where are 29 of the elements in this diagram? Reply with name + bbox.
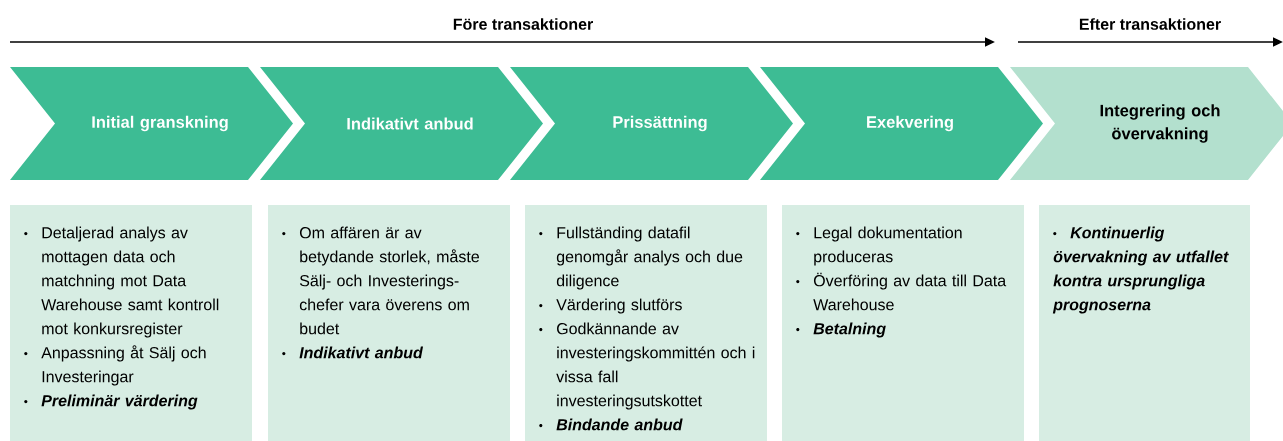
text-box (268, 205, 510, 441)
heading: Efter transaktioner (1079, 18, 1221, 30)
bullet-item: Värdering slutförs (539, 298, 682, 314)
bullet-item: Kontinuerlig övervakning av utfallet kontra ursprungliga prognoserna (1052, 226, 1229, 314)
bullet-item: Om affären är av betydande storlek, måste Sälj- och Investerings- chefer vara överens om budet (282, 226, 479, 335)
heading: Före transaktioner (453, 18, 593, 30)
process-step: Initial granskning (10, 67, 293, 180)
node-label: Exekvering (867, 115, 953, 132)
process-step: Integrering och övervakning (1010, 67, 1283, 180)
node-label: Initial granskning (92, 115, 228, 132)
bullet-item: Fullständing datafil genomgår analys och due diligence (539, 226, 743, 290)
bullet-item: Överföring av data till Data Warehouse (796, 272, 1007, 311)
bullet-item: Anpassning åt Sälj och Investeringar (24, 345, 206, 386)
process-step: Exekvering (760, 67, 1043, 180)
bullet-item: Indikativt anbud (282, 346, 424, 359)
bullet-item: Bindande anbud (539, 418, 683, 431)
text-box (1039, 205, 1250, 441)
node-label: Prissättning (613, 115, 707, 132)
bullet-item: Detaljerad analys av mottagen data och matchning mot Data Warehouse samt kontroll mot konkursregister (24, 226, 219, 338)
text-box (10, 205, 252, 441)
text-box (525, 205, 767, 441)
bullet-item: Betalning (796, 322, 886, 338)
process-step: Indikativt anbud (260, 67, 543, 180)
bullet-item: Legal dokumentation produceras (796, 226, 962, 266)
text-box (782, 205, 1024, 441)
bullet-item: Godkännande av investeringskommittén och i vissa fall investeringsutskottet (539, 322, 755, 410)
process-step: Prissättning (510, 67, 793, 180)
node-label: Indikativt anbud (347, 117, 473, 130)
bullet-item: Preliminär värdering (24, 394, 198, 410)
